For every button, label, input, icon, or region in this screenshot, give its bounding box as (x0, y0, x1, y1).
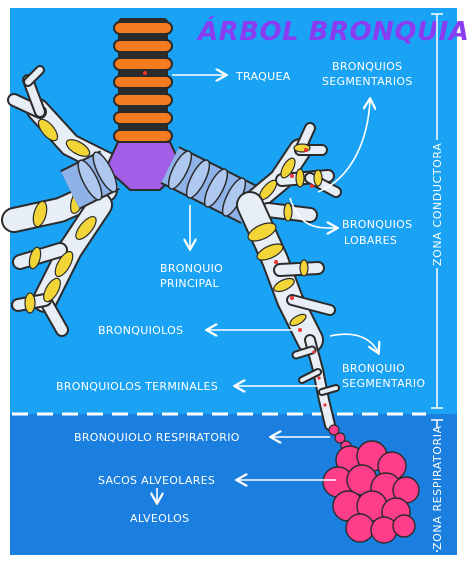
trachea (114, 18, 172, 146)
label-bronquios-lobares-line2: LOBARES (344, 234, 397, 247)
label-bronquios-segmentarios-line2: SEGMENTARIOS (322, 75, 413, 88)
label-bronquio-principal-line2: PRINCIPAL (160, 277, 220, 290)
label-bronquios-segmentarios-line1: BRONQUIOS (332, 60, 402, 73)
label-alveolos: ALVEOLOS (130, 512, 189, 525)
poster-title: ÁRBOL BRONQUIAL (196, 15, 467, 47)
respiratory-zone-label: ZONA RESPIRATORIA (431, 425, 444, 550)
label-bronquiolos: BRONQUIOLOS (98, 324, 183, 337)
conducting-zone-label: ZONA CONDUCTORA (431, 143, 444, 266)
label-traquea: TRAQUEA (235, 70, 291, 83)
label-sacos-alveolares: SACOS ALVEOLARES (98, 474, 215, 487)
label-bronquiolos-terminales: BRONQUIOLOS TERMINALES (56, 380, 218, 393)
label-bronquios-lobares-line1: BRONQUIOS (342, 218, 412, 231)
label-bronquio-segmentario-line2: SEGMENTARIO (342, 377, 425, 390)
label-bronquio-segmentario-line1: BRONQUIO (342, 362, 405, 375)
label-bronquio-principal-line1: BRONQUIO (160, 262, 223, 275)
label-bronquiolo-respiratorio: BRONQUIOLO RESPIRATORIO (74, 431, 240, 444)
